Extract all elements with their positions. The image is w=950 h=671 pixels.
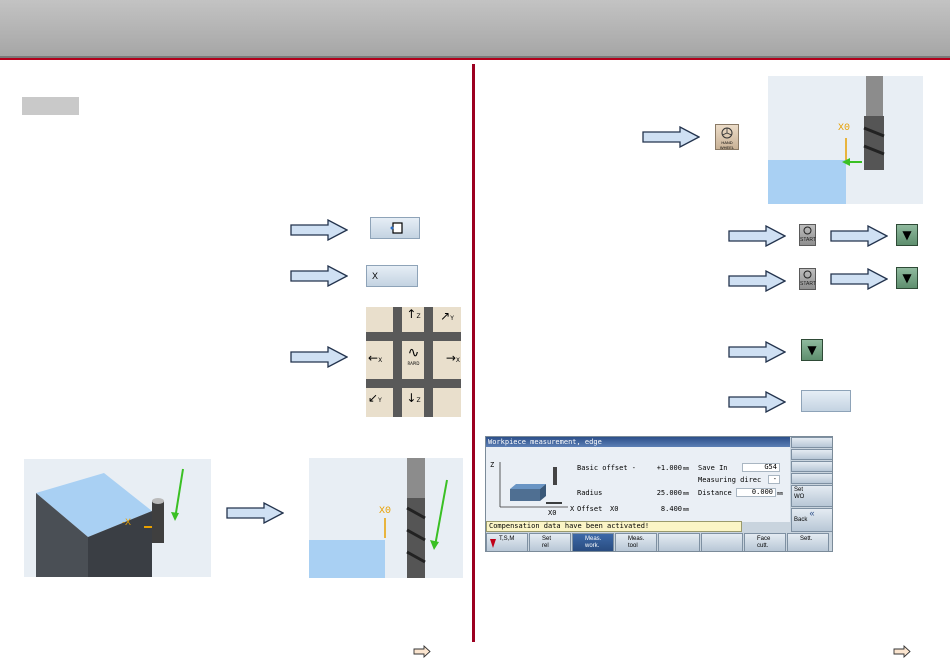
handwheel-button[interactable]: HAND WHEEL [715,124,739,150]
cycle-start-icon [803,226,812,235]
softkey-meas-tool[interactable]: Meas. tool [615,533,657,551]
vertical-softkey-2[interactable] [791,449,832,460]
measuring-direction-field[interactable]: - [768,475,780,484]
softkey-meas-work[interactable]: Meas. work. [572,533,614,551]
jog-y-minus-button[interactable]: ↙Y [368,391,382,405]
jog-z-plus-button[interactable]: ↑Z [406,307,421,321]
x0-label: X0 [379,506,392,517]
save-in-field[interactable]: G54 [742,463,780,472]
jog-x-minus-button[interactable]: ←X [368,351,383,365]
rapid-icon: ∿ [407,345,420,361]
jog-x-plus-button[interactable]: →X [445,351,460,365]
tsm-icon [490,539,496,548]
jog-z-minus-button[interactable]: ↓Z [406,391,421,405]
step-label-box [22,97,79,115]
softkey-settings[interactable]: Sett. [787,533,829,551]
frame-icon [390,222,403,234]
header-accent-line [0,58,950,60]
jog-panel: ↑Z ↗Y ←X ∿RAPID →X ↙Y ↓Z [366,307,461,417]
cycle-start-button[interactable]: START [799,268,816,290]
down-arrow-button[interactable]: ▼ [896,224,918,246]
jog-y-plus-button[interactable]: ↗Y [440,309,454,323]
flow-arrow-icon [290,219,348,241]
flow-arrow-icon [728,225,786,247]
softkey-face-cutt[interactable]: Face cutt. [744,533,786,551]
back-icon: « [809,508,815,518]
edge-contact-scene: X0 [768,76,923,204]
softkey-empty-6[interactable] [701,533,743,551]
vertical-softkey-1[interactable] [791,437,832,448]
status-message: Compensation data have been activated! [486,521,742,532]
flow-arrow-icon [642,126,700,148]
x-softkey[interactable]: X [366,265,418,287]
cycle-start-button[interactable]: START [799,224,816,246]
flow-arrow-icon [728,270,786,292]
dialog-body: Z X X0 Basic offset - +1.000 mm Radius 2… [486,447,790,522]
edge-measure-diagram [499,462,568,508]
flow-arrow-icon [830,268,888,290]
set-wo-softkey[interactable]: Set WO [791,485,832,507]
handwheel-icon [721,127,733,139]
dialog-title: Workpiece measurement, edge [486,437,790,447]
vertical-softkey-3[interactable] [791,461,832,472]
frame-softkey[interactable] [370,217,420,239]
softkey-tsm[interactable]: T,S,M [486,533,528,551]
title-bar [0,0,950,58]
softkey-set-rel[interactable]: Set rel [529,533,571,551]
cycle-start-icon [803,270,812,279]
next-page-arrow-icon[interactable] [893,645,911,658]
flow-arrow-icon [290,265,348,287]
x0-label: X0 [838,123,851,134]
softkey-empty-5[interactable] [658,533,700,551]
rapid-button[interactable]: ∿RAPID [403,345,424,377]
flow-arrow-icon [728,341,786,363]
next-page-arrow-icon[interactable] [413,645,431,658]
distance-field[interactable]: 0.000 [736,488,776,497]
workpiece-scene: -X [24,459,211,577]
flow-arrow-icon [226,502,284,524]
scene-direction-label: -X [122,517,131,527]
vertical-softkey-4[interactable] [791,473,832,484]
measurement-dialog: Workpiece measurement, edge Z X X0 Basic… [485,436,833,552]
down-arrow-button[interactable]: ▼ [801,339,823,361]
column-divider [472,64,475,642]
flow-arrow-icon [728,391,786,413]
blank-softkey[interactable] [801,390,851,412]
tool-edge-scene: X0 [309,458,463,578]
flow-arrow-icon [290,346,348,368]
flow-arrow-icon [830,225,888,247]
back-softkey[interactable]: «Back [791,508,832,532]
down-arrow-button[interactable]: ▼ [896,267,918,289]
